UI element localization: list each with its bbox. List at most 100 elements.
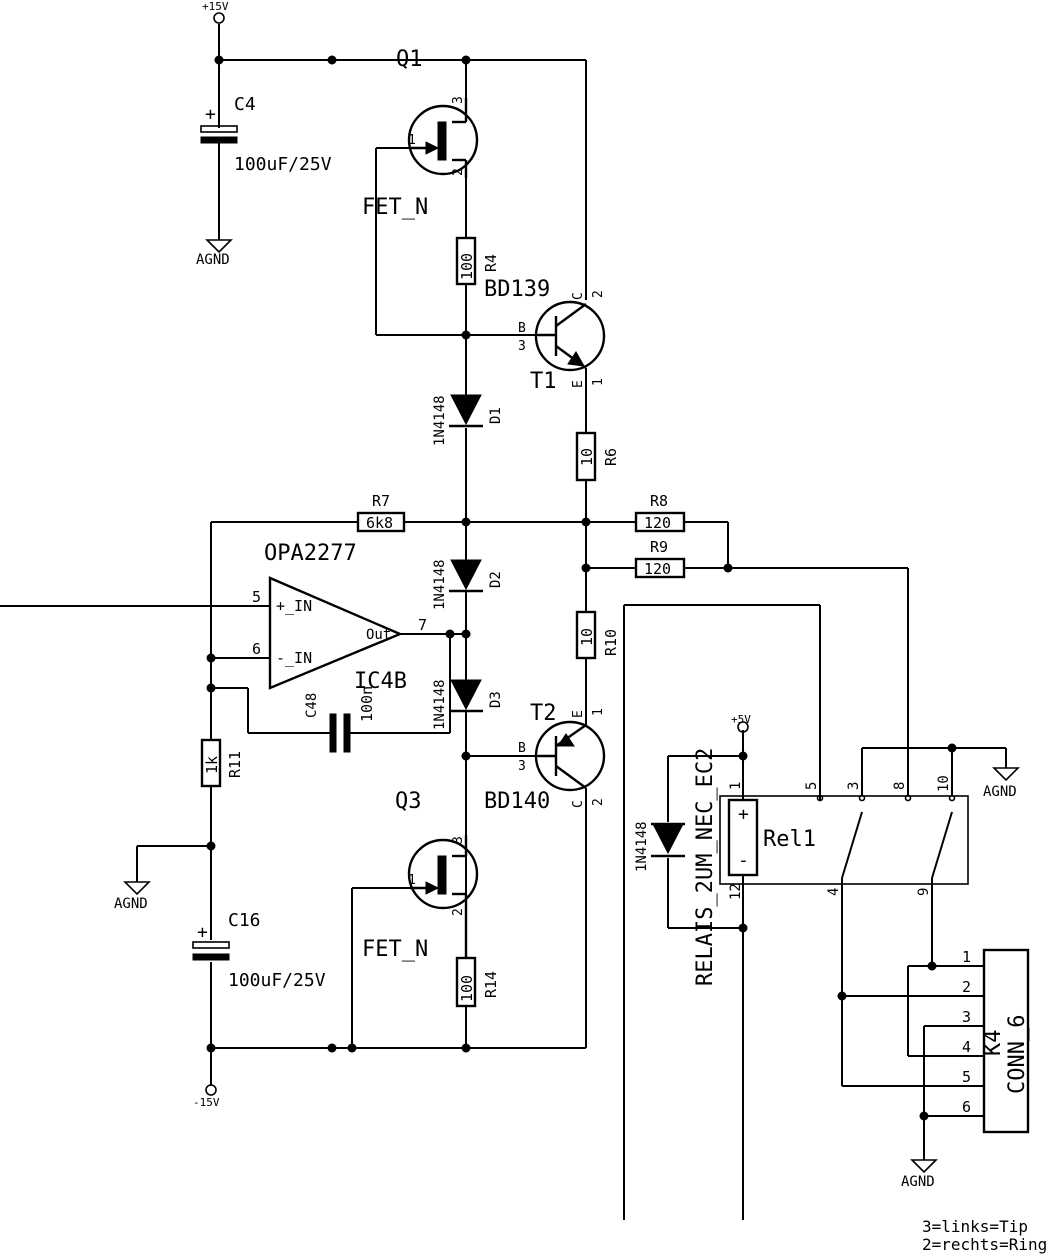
ic4-pin-inp: +_IN [276,597,312,615]
t1-pin2: 2 [591,290,606,298]
t1-pin3: 3 [518,339,526,354]
agnd-label-1: AGND [196,252,230,268]
t2-ref: T2 [530,701,557,726]
rel1-plus: + [738,804,749,825]
d2-ref: D2 [488,571,504,588]
t1-ref: T1 [530,369,557,394]
t1-pin1: 1 [591,378,606,386]
k4-pin6: 6 [962,1098,971,1116]
rel1-pin9: 9 [916,888,932,896]
agnd-c4: AGND [196,239,233,268]
d3-value: 1N4148 [432,679,448,730]
agnd-label-4: AGND [901,1174,935,1190]
agnd-conn: AGND [901,1159,938,1190]
bjt-t1: B 3 C 2 E 1 BD139 T1 [484,277,606,394]
k4-pin5: 5 [962,1068,971,1086]
ic4-pin7: 7 [418,616,427,634]
resistor-r14: 100 R14 [455,956,500,1008]
c4-value: 100uF/25V [234,154,332,175]
q3-pin1: 1 [408,873,416,888]
svg-text:+: + [197,922,208,943]
resistor-r4: 100 R4 [455,236,500,286]
d1-value: 1N4148 [432,395,448,446]
fet-q3: 1 3 2 Q3 FET_N [362,789,479,962]
agnd-label-2: AGND [114,896,148,912]
t1-pin-b: B [518,321,526,336]
junctions [206,55,957,1121]
opamp-ic4b: +_IN -_IN Out 5 6 7 OPA2277 IC4B [252,541,427,694]
capacitor-c4: + C4 100uF/25V [200,94,332,175]
rel1-pin4: 4 [826,888,842,896]
agnd-label-3: AGND [983,784,1017,800]
notes: 3=links=Tip 2=rechts=Ring [922,1217,1047,1254]
diode-d3: 1N4148 D3 [432,679,504,730]
note-tip: 3=links=Tip [922,1217,1028,1236]
q1-ref: Q1 [396,47,423,72]
resistor-r10: 10 R10 [575,610,620,660]
rel1-pin1: 1 [728,782,744,790]
t1-pin-e: E [571,380,586,388]
p5-label: +5V [731,713,751,726]
r7-value: 6k8 [366,514,393,532]
drel-value: 1N4148 [634,821,650,872]
t2-pin1: 1 [591,708,606,716]
t2-pin3: 3 [518,759,526,774]
k4-ref: K4 [981,1030,1006,1057]
k4-pin1: 1 [962,948,971,966]
relay-rel1: + - Rel1 RELAIS_2UM_NEC_EC2 1 5 3 8 10 1… [693,748,969,986]
r8-value: 120 [644,514,671,532]
c16-value: 100uF/25V [228,970,326,991]
resistor-r6: 10 R6 [575,431,620,482]
rel1-ref: Rel1 [763,827,816,852]
r8-ref: R8 [650,492,668,510]
ic4-pin6: 6 [252,640,261,658]
agnd-mid: AGND [114,881,151,912]
r11-ref: R11 [226,751,244,778]
resistor-r9: 120 R9 [634,538,686,579]
r6-ref: R6 [602,448,620,466]
ic4-value: OPA2277 [264,541,357,566]
k4-pin2: 2 [962,978,971,996]
capacitor-c16: + C16 100uF/25V [192,910,326,991]
r9-ref: R9 [650,538,668,556]
power-p5: +5V [731,713,751,733]
diode-d2: 1N4148 D2 [432,559,504,610]
t2-pin2: 2 [591,798,606,806]
k4-value: CONN_6 [1005,1015,1030,1094]
agnd-relay: AGND [983,767,1020,800]
connector-k4: 1 2 3 4 5 6 K4 CONN_6 [962,948,1030,1134]
m15-label: -15V [193,1096,220,1109]
q1-pin2: 2 [451,168,466,176]
bjt-t2: B 3 E 1 C 2 T2 BD140 [484,701,606,814]
r14-ref: R14 [482,971,500,998]
d2-value: 1N4148 [432,559,448,610]
r4-ref: R4 [482,254,500,272]
q1-pin1: 1 [408,133,416,148]
p15-label: +15V [202,0,229,13]
ic4-ref: IC4B [354,669,407,694]
k4-pin3: 3 [962,1008,971,1026]
q1-pin3: 3 [451,96,466,104]
t2-value: BD140 [484,789,550,814]
diode-d1: 1N4148 D1 [432,394,504,446]
c16-ref: C16 [228,910,261,931]
resistor-r8: 120 R8 [634,492,686,533]
rel1-pin5: 5 [804,782,820,790]
rel1-minus: - [738,850,749,871]
c48-value: 100n [358,686,376,722]
k4-pin4: 4 [962,1038,971,1056]
svg-text:+: + [205,104,216,125]
rel1-value: RELAIS_2UM_NEC_EC2 [693,748,718,986]
note-ring: 2=rechts=Ring [922,1235,1047,1254]
d1-ref: D1 [488,407,504,424]
q3-pin2: 2 [451,908,466,916]
rel1-pin8: 8 [892,782,908,790]
c48-ref: C48 [304,693,320,718]
r6-value: 10 [578,448,596,466]
q3-pin3: 3 [451,836,466,844]
q1-value: FET_N [362,195,428,220]
q3-value: FET_N [362,937,428,962]
t2-pin-e: E [571,710,586,718]
t1-value: BD139 [484,277,550,302]
